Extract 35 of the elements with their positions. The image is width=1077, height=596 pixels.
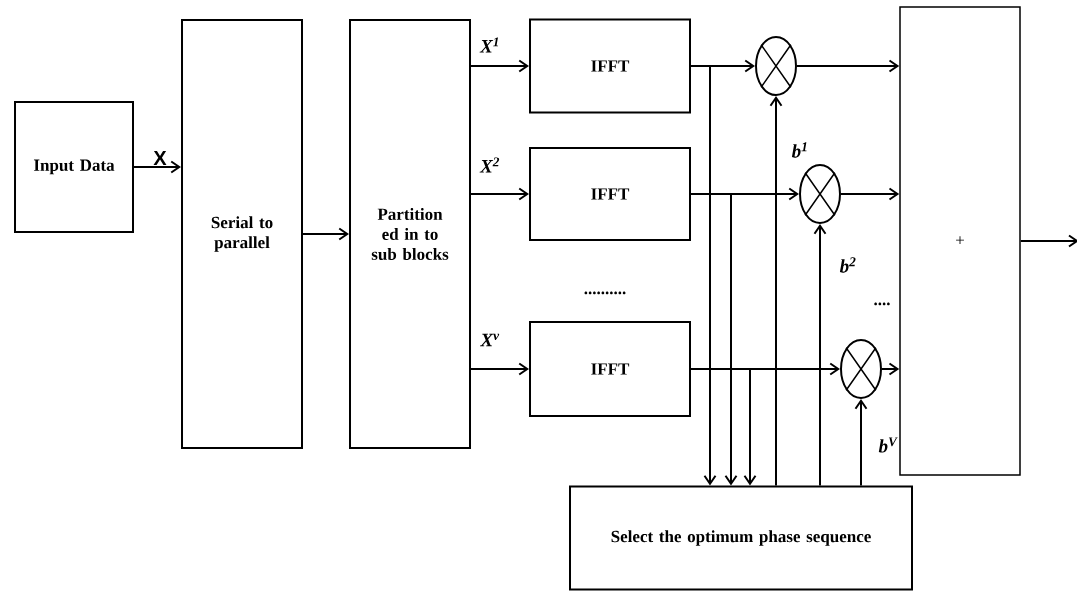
process-box: IFFT <box>529 18 691 114</box>
arrow <box>840 187 900 201</box>
edge-label: b$^{V}$ <box>878 437 898 453</box>
arrow <box>690 368 757 486</box>
process-box: IFFT <box>529 321 691 417</box>
process-box: Select the optimum phase sequence <box>569 485 913 591</box>
arrow <box>881 362 900 376</box>
arrow <box>796 59 900 73</box>
multiplier-symbol <box>755 36 797 96</box>
arrow <box>813 224 827 487</box>
arrow <box>470 362 529 376</box>
arrow <box>690 65 717 486</box>
arrow <box>854 399 868 487</box>
edge-label: b$^{2}$ <box>839 257 856 273</box>
ellipsis-label: .......... <box>584 291 626 295</box>
edge-label: X$^{2}$ <box>479 157 500 173</box>
arrow <box>690 193 738 486</box>
summing-box: + <box>899 6 1021 476</box>
arrow <box>1019 234 1077 248</box>
edge-label: X$^{v}$ <box>480 333 500 347</box>
multiplier-symbol <box>799 164 841 224</box>
process-box: Partition ed in to sub blocks <box>349 19 471 449</box>
process-box: IFFT <box>529 147 691 241</box>
arrow <box>470 59 529 73</box>
arrow <box>133 160 181 174</box>
edge-label: b$^{1}$ <box>791 142 807 158</box>
arrow <box>470 187 529 201</box>
process-box: Serial to parallel <box>181 19 303 449</box>
arrow <box>769 96 783 487</box>
multiplier-symbol <box>840 339 882 399</box>
edge-label: X$^{1}$ <box>479 37 499 53</box>
edge-label: X <box>153 151 167 165</box>
arrow <box>302 227 349 241</box>
ellipsis-label: .... <box>874 302 890 306</box>
process-box: Input Data <box>14 101 134 233</box>
